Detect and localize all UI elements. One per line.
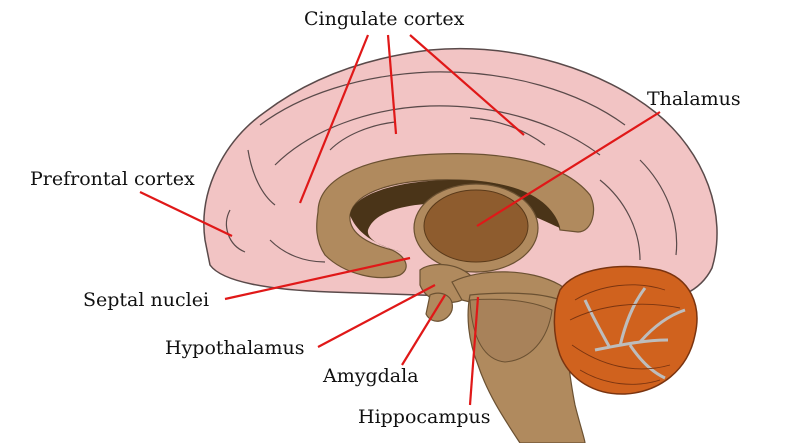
leader-cingulate-2 [386,34,398,135]
leader-lines [139,34,661,406]
leader-thalamus [476,111,661,227]
label-thalamus: Thalamus [647,88,741,110]
label-cingulate-cortex: Cingulate cortex [304,8,465,30]
leader-hypothalamus [317,284,436,348]
cerebellum [553,265,698,395]
leader-hippocampus [468,296,480,406]
cortex-sulci [225,71,678,263]
label-septal-nuclei: Septal nuclei [83,289,210,311]
label-prefrontal-cortex: Prefrontal cortex [30,168,195,190]
leader-prefrontal [139,191,233,237]
label-hippocampus: Hippocampus [358,406,491,428]
label-hypothalamus: Hypothalamus [165,337,305,359]
amygdala-structure [425,292,453,322]
leader-cingulate-1 [298,34,370,204]
label-amygdala: Amygdala [323,365,419,387]
leader-septal [224,256,411,301]
pons [469,298,553,363]
leader-cingulate-3 [409,34,525,136]
thalamus-structure [413,183,539,273]
leader-amygdala [401,294,446,366]
cingulate-band [316,153,595,279]
